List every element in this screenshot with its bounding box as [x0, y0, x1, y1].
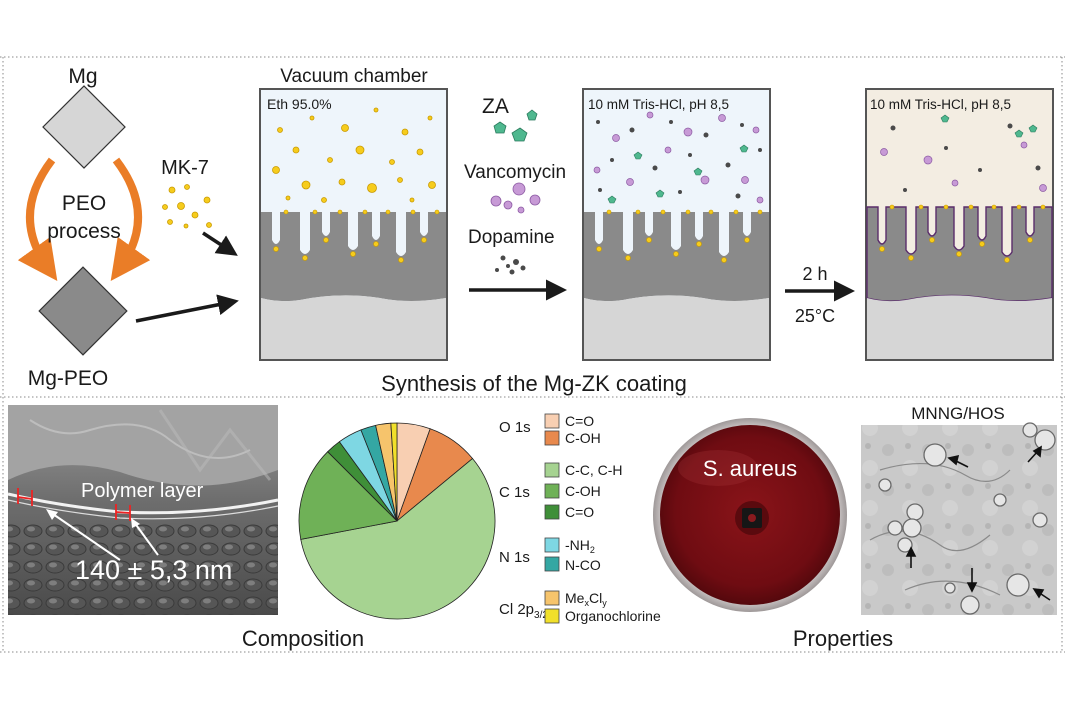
pie-slice-8	[390, 422, 398, 522]
za-label: ZA	[482, 95, 509, 118]
mk7-on-pores-2	[596, 209, 763, 263]
dotted-frame	[0, 56, 1065, 653]
legend-swatch	[544, 462, 560, 478]
thickness-label: 140 ± 5,3 nm	[75, 555, 232, 585]
cells	[878, 422, 1056, 615]
legend-label: MexCly	[565, 590, 607, 608]
dopamine-molecules	[495, 255, 526, 275]
legend-group-c1s: C 1s	[499, 484, 530, 501]
legend-label: C=O	[565, 504, 594, 520]
legend-label: N-CO	[565, 557, 601, 573]
thickness-markers	[17, 488, 131, 521]
composition-pie-chart	[298, 422, 496, 620]
mg-peo-substrate-icon	[38, 266, 128, 356]
orange-arrow-right-icon	[110, 157, 151, 282]
mk7-label: MK-7	[161, 157, 209, 179]
peo-label-line1: PEO	[62, 192, 106, 215]
legend-group-n1s: N 1s	[499, 549, 530, 566]
mg-substrate-icon	[42, 85, 126, 169]
chamber2-inner-label: 10 mM Tris-HCl, pH 8,5	[588, 97, 729, 112]
cell-line-label: MNNG/HOS	[911, 404, 1005, 423]
coated-chamber: 10 mM Tris-HCl, pH 8,5	[865, 88, 1054, 361]
orange-arrow-left-icon	[17, 157, 58, 282]
vacuum-chamber: Vacuum chamber Eth 95.0%	[259, 66, 448, 361]
time-label: 2 h	[802, 264, 827, 284]
mg-label: Mg	[68, 65, 97, 88]
legend-label: C-C, C-H	[565, 462, 623, 478]
legend-label: Organochlorine	[565, 608, 661, 624]
mg-substrate-2	[584, 295, 769, 359]
legend-swatch	[544, 413, 560, 429]
legend-swatch	[544, 430, 560, 446]
cell-arrows	[905, 445, 1051, 601]
legend-swatch	[544, 537, 560, 553]
cell-micrograph: MNNG/HOS	[861, 404, 1057, 615]
mk7-on-pores	[273, 209, 440, 263]
properties-title: Properties	[793, 626, 893, 651]
mg-substrate-3	[867, 295, 1052, 359]
mk7-on-pores-3	[879, 204, 1046, 263]
pie-slice-3	[298, 451, 398, 540]
vancomycin-molecules	[490, 182, 541, 214]
peo-cycle: Mg PEO process Mg-PEO	[17, 65, 239, 390]
pointer-arrow-left-icon	[49, 511, 121, 561]
mk7-group: MK-7	[161, 157, 238, 256]
bacteria-label: S. aureus	[703, 456, 797, 481]
legend-label: C-OH	[565, 483, 601, 499]
chamber1-inner-label: Eth 95.0%	[267, 96, 332, 112]
legend-label: -NH2	[565, 537, 595, 555]
mk7-particles	[162, 184, 212, 229]
legend-swatch	[544, 590, 560, 606]
reaction-chamber: 10 mM Tris-HCl, pH 8,5	[582, 88, 771, 361]
legend-label: C-OH	[565, 430, 601, 446]
legend-swatch	[544, 556, 560, 572]
solution-particles-2	[593, 111, 764, 204]
legend-swatch	[544, 504, 560, 520]
sem-image: Polymer layer 140 ± 5,3 nm	[7, 405, 279, 615]
pointer-arrow-right-icon	[133, 521, 159, 556]
chamber1-title: Vacuum chamber	[280, 66, 428, 87]
arrow-mk7-icon	[202, 231, 238, 256]
legend-swatch	[544, 483, 560, 499]
legend-group-cl2p: Cl 2p3/2	[499, 601, 548, 621]
mk7-in-solution	[272, 107, 436, 203]
dopamine-label: Dopamine	[468, 227, 555, 248]
chamber3-inner-label: 10 mM Tris-HCl, pH 8,5	[870, 97, 1011, 112]
reagents: ZA Vancomycin Dopamine	[464, 95, 567, 301]
pie-slice-2	[300, 457, 496, 620]
peo-label-line2: process	[47, 220, 121, 243]
za-molecules	[493, 109, 538, 142]
reaction-conditions: 2 h 25°C	[785, 264, 855, 326]
arrow-to-chamber1-icon	[135, 294, 239, 323]
legend-group-o1s: O 1s	[499, 419, 531, 436]
solution-particles-3	[880, 114, 1047, 192]
mgpeo-label: Mg-PEO	[28, 367, 109, 390]
mg-substrate	[261, 295, 446, 359]
vancomycin-label: Vancomycin	[464, 162, 566, 183]
composition-title: Composition	[242, 626, 364, 651]
temp-label: 25°C	[795, 306, 835, 326]
legend-swatch	[544, 608, 560, 624]
petri-dish: S. aureus	[653, 418, 847, 612]
composition-legend: O 1s C 1s N 1s Cl 2p3/2 C=O C-OH C-C, C-…	[499, 413, 661, 624]
legend-label: C=O	[565, 413, 594, 429]
synthesis-title: Synthesis of the Mg-ZK coating	[381, 371, 687, 396]
polymer-layer-label: Polymer layer	[81, 480, 204, 502]
